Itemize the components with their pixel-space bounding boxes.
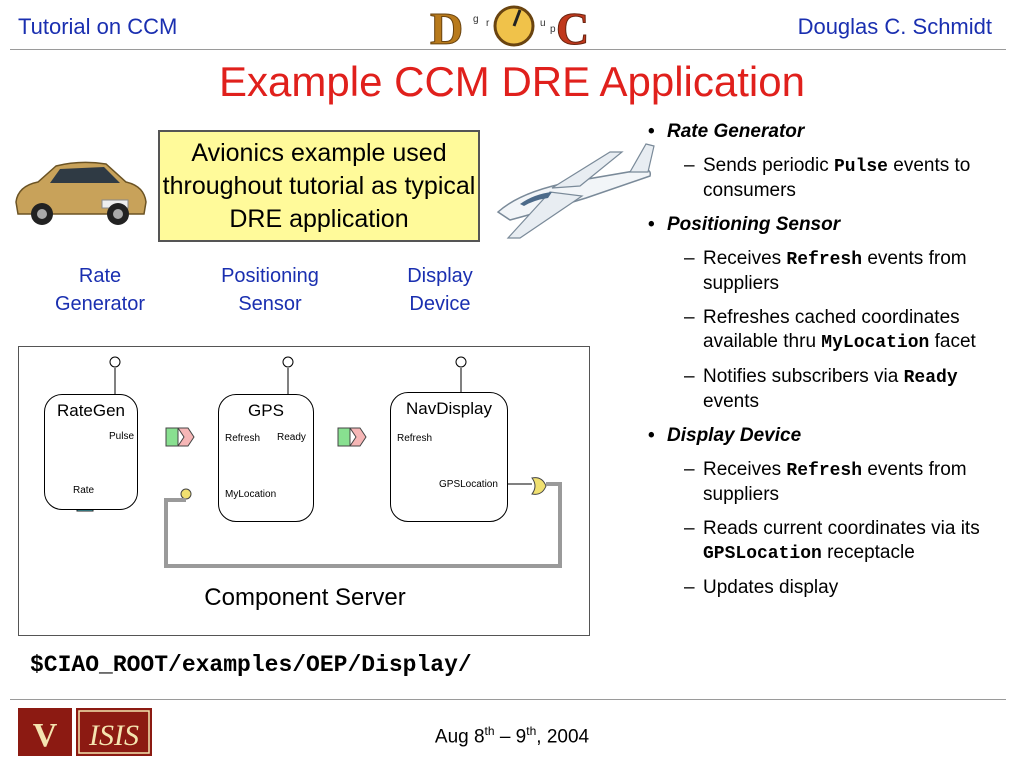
bullet-text: Refreshes cached coordinates available t… [703, 307, 960, 352]
svg-text:p: p [550, 24, 556, 35]
svg-text:ISIS: ISIS [88, 719, 139, 752]
date-start: Aug 8 [434, 726, 485, 748]
diagram-connectors [76, 356, 562, 568]
navdisplay-name: NavDisplay [406, 399, 492, 418]
date-end-suffix: th [526, 724, 537, 738]
sub-bullet: –Updates display [684, 577, 839, 598]
gpslocation-port-label: GPSLocation [439, 479, 498, 490]
bullet-text: Notifies subscribers via [703, 366, 904, 387]
logo-letter-c: C [556, 3, 589, 50]
svg-text:V: V [33, 717, 58, 754]
slide-title: Example CCM DRE Application [219, 58, 805, 105]
vanderbilt-logo: V [18, 708, 72, 756]
doc-group-logo: D C g r u p [428, 2, 598, 55]
mylocation-port-label: MyLocation [225, 489, 277, 500]
code-term: Refresh [786, 250, 863, 270]
label-display-device: Display Device [407, 265, 473, 315]
bullet-text: receptacle [821, 542, 915, 563]
sub-bullet: –Notifies subscribers via Ready events [684, 366, 958, 412]
date-end: – 9 [494, 726, 527, 748]
bullet-text: events from suppliers [703, 248, 967, 294]
header-author: Douglas C. Schmidt [797, 14, 992, 39]
component-server-label: Component Server [204, 584, 406, 611]
date-year: , 2004 [536, 726, 590, 748]
navdisplay-component[interactable]: NavDisplay Refresh GPSLocation [390, 392, 508, 522]
bullet-text: Sends periodic [703, 155, 834, 176]
footer-date: Aug 8th – 9th, 2004 [0, 724, 1024, 748]
bullet-text: facet [929, 331, 976, 352]
avionics-callout: Avionics example used throughout tutoria… [158, 130, 480, 242]
header-left-title: Tutorial on CCM [18, 14, 178, 39]
bullet-list: Rate Generator –Sends periodic Pulse even… [646, 120, 1016, 610]
footer-divider [10, 699, 1006, 700]
label-positioning-sensor: Positioning Sensor [221, 265, 319, 315]
sub-bullet: –Sends periodic Pulse events to consumer… [684, 155, 971, 201]
pulse-port-label: Pulse [109, 431, 135, 442]
bullet-text: events from suppliers [703, 459, 967, 505]
navdisplay-refresh-port-label: Refresh [397, 433, 433, 444]
component-server-frame [18, 346, 590, 636]
sub-bullet: –Receives Refresh events from suppliers [684, 459, 967, 505]
logo-letter-d: D [430, 3, 463, 50]
bullet-heading: Display Device [646, 424, 1016, 448]
svg-text:g: g [473, 14, 479, 25]
car-image [10, 156, 150, 228]
code-term: GPSLocation [703, 544, 822, 564]
sub-bullet: –Reads current coordinates via its GPSLo… [684, 518, 980, 564]
date-start-suffix: th [484, 724, 495, 738]
example-path: $CIAO_ROOT/examples/OEP/Display/ [30, 652, 472, 678]
aircraft-image [490, 140, 660, 240]
gpslocation-receptacle [531, 477, 547, 495]
ready-port-label: Ready [277, 432, 306, 443]
gps-component[interactable]: GPS Refresh Ready MyLocation [218, 394, 314, 522]
bullet-text: events [703, 391, 759, 412]
label-rate-generator: Rate Generator [54, 265, 146, 315]
header-divider [10, 49, 1006, 50]
gps-refresh-port-label: Refresh [225, 433, 261, 444]
code-term: Refresh [786, 461, 863, 481]
ready-event-source [337, 427, 367, 447]
sub-bullet: –Receives Refresh events from suppliers [684, 248, 967, 294]
sub-bullet: –Refreshes cached coordinates available … [684, 307, 976, 353]
bullet-text: Receives [703, 248, 787, 269]
rategen-name: RateGen [56, 401, 126, 420]
bullet-text: Reads current coordinates via its [703, 518, 980, 539]
mylocation-facet [180, 488, 192, 500]
svg-text:r: r [486, 18, 490, 29]
code-term: Pulse [833, 157, 888, 177]
code-term: Ready [903, 368, 958, 388]
code-term: MyLocation [821, 333, 930, 353]
bullet-heading: Rate Generator [646, 120, 1016, 144]
gps-name: GPS [248, 401, 284, 420]
pulse-event-source [165, 427, 195, 447]
bullet-text: Updates display [703, 577, 839, 598]
rategen-component[interactable]: RateGen Pulse Rate [44, 394, 138, 510]
svg-text:u: u [540, 18, 546, 29]
bullet-text: events to consumers [703, 155, 971, 201]
bullet-heading: Positioning Sensor [646, 213, 1016, 237]
isis-logo: ISIS [76, 708, 152, 756]
rate-port-label: Rate [73, 485, 95, 496]
bullet-text: Receives [703, 459, 787, 480]
